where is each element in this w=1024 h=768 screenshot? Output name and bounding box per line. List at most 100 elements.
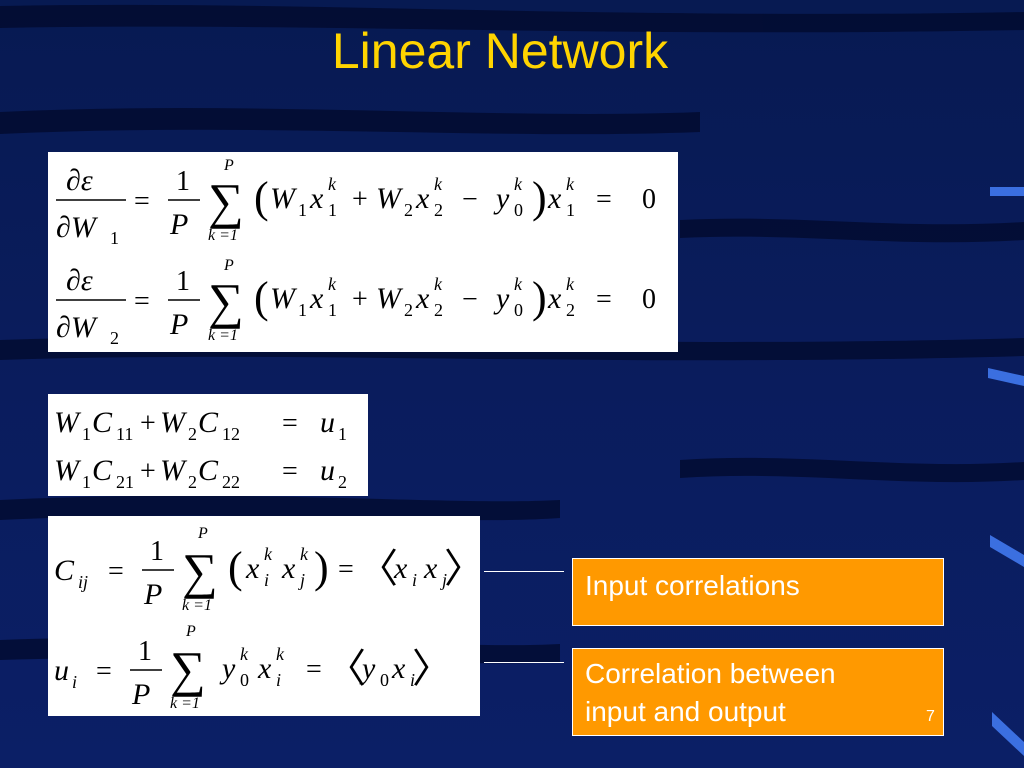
subscript: 1 (338, 424, 347, 444)
plus-sign: + (140, 456, 156, 487)
subscript: 2 (434, 300, 443, 320)
subscript: 0 (380, 670, 389, 690)
fraction-numerator: 1 (150, 536, 164, 567)
connector-line-io (484, 662, 564, 663)
input-x: x (547, 182, 562, 215)
subscript: 0 (514, 200, 523, 220)
target-y: y (493, 182, 510, 215)
linear-system-box: W 1 C 11 + W 2 C 12 = u 1 W 1 C 21 + W 2… (48, 394, 368, 496)
callout-text-line-1: Correlation between (585, 658, 836, 689)
weight-w: W (160, 406, 188, 439)
summation-sign: ∑ (208, 173, 244, 229)
callout-text: Input correlations (585, 570, 800, 601)
right-paren: ) (314, 543, 329, 592)
gradient-equations-box: ∂ε ∂W 1 = 1 P P ∑ k =1 ( W 1 x k 1 + W 2… (48, 152, 678, 352)
input-correlation-equation: C ij = 1 P P ∑ k =1 ( x k i x k j ) = 〈 … (54, 525, 480, 614)
partial-w: ∂W (56, 311, 99, 344)
summation-sign: ∑ (182, 543, 218, 599)
superscript: k (514, 274, 523, 294)
target-y: y (493, 282, 510, 315)
weight-w: W (376, 182, 404, 215)
summation-sign: ∑ (208, 273, 244, 329)
subscript: 2 (404, 300, 413, 320)
subscript: i (72, 672, 77, 692)
subscript: 1 (298, 300, 307, 320)
equals-sign: = (282, 408, 298, 439)
equals-sign: = (596, 284, 612, 315)
superscript: k (328, 274, 337, 294)
sum-upper-limit: P (185, 623, 196, 640)
weight-w: W (54, 406, 82, 439)
partial-w: ∂W (56, 211, 99, 244)
left-angle-bracket: 〈 (358, 546, 398, 591)
target-y: y (359, 652, 376, 685)
left-angle-bracket: 〈 (326, 646, 366, 691)
input-x: x (309, 182, 324, 215)
minus-sign: − (462, 284, 478, 315)
left-paren: ( (254, 173, 269, 222)
callout-input-correlations: Input correlations (572, 558, 944, 626)
subscript: 1 (328, 200, 337, 220)
input-x: x (547, 282, 562, 315)
equals-sign: = (134, 186, 150, 217)
output-u: u (320, 454, 335, 487)
output-u: u (320, 406, 335, 439)
superscript: k (300, 544, 309, 564)
correlation-c: C (92, 454, 113, 487)
subscript: ij (78, 572, 88, 592)
subscript: 12 (222, 424, 240, 444)
input-output-correlation-equation: u i = 1 P P ∑ k =1 y k 0 x k i = 〈 y 0 x… (54, 623, 452, 712)
plus-sign: + (352, 284, 368, 315)
gradient-equation-w2: ∂ε ∂W 2 = 1 P P ∑ k =1 ( W 1 x k 1 + W 2… (56, 257, 656, 348)
equals-sign: = (96, 656, 112, 687)
subscript: 1 (82, 472, 91, 492)
equals-sign: = (306, 654, 322, 685)
subscript: 1 (82, 424, 91, 444)
target-y: y (219, 652, 236, 685)
equals-sign: = (596, 184, 612, 215)
equals-sign: = (282, 456, 298, 487)
zero: 0 (642, 284, 656, 315)
fraction-denominator: P (169, 208, 188, 241)
superscript: k (566, 274, 575, 294)
input-x: x (415, 282, 430, 315)
superscript: k (566, 174, 575, 194)
fraction-denominator: P (143, 578, 162, 611)
superscript: k (514, 174, 523, 194)
sum-upper-limit: P (223, 257, 234, 274)
subscript: 1 (298, 200, 307, 220)
weight-w: W (376, 282, 404, 315)
linear-system-row-1: W 1 C 11 + W 2 C 12 = u 1 (54, 406, 347, 444)
subscript: 1 (328, 300, 337, 320)
subscript: 2 (338, 472, 347, 492)
subscript: i (264, 570, 269, 590)
equals-sign: = (134, 286, 150, 317)
output-u: u (54, 654, 69, 687)
page-number: 7 (926, 708, 935, 725)
equals-sign: = (338, 554, 354, 585)
superscript: k (434, 274, 443, 294)
superscript: k (264, 544, 273, 564)
subscript: 1 (110, 228, 119, 248)
linear-system-row-2: W 1 C 21 + W 2 C 22 = u 2 (54, 454, 347, 492)
input-x: x (257, 652, 272, 685)
right-paren: ) (532, 173, 547, 222)
correlation-definitions-box: C ij = 1 P P ∑ k =1 ( x k i x k j ) = 〈 … (48, 516, 480, 716)
fraction-numerator: 1 (176, 166, 190, 197)
subscript: 21 (116, 472, 134, 492)
gradient-equation-w1: ∂ε ∂W 1 = 1 P P ∑ k =1 ( W 1 x k 1 + W 2… (56, 157, 656, 248)
subscript: 2 (404, 200, 413, 220)
subscript: 2 (188, 472, 197, 492)
weight-w: W (54, 454, 82, 487)
sum-lower-limit: k =1 (208, 227, 238, 244)
partial-epsilon: ∂ε (66, 164, 93, 197)
subscript: 2 (110, 328, 119, 348)
superscript: k (328, 174, 337, 194)
input-x: x (281, 552, 296, 585)
sum-lower-limit: k =1 (182, 597, 212, 614)
subscript: 0 (240, 670, 249, 690)
sum-upper-limit: P (223, 157, 234, 174)
subscript: j (298, 570, 305, 590)
right-angle-bracket: 〉 (444, 546, 480, 591)
input-x: x (309, 282, 324, 315)
